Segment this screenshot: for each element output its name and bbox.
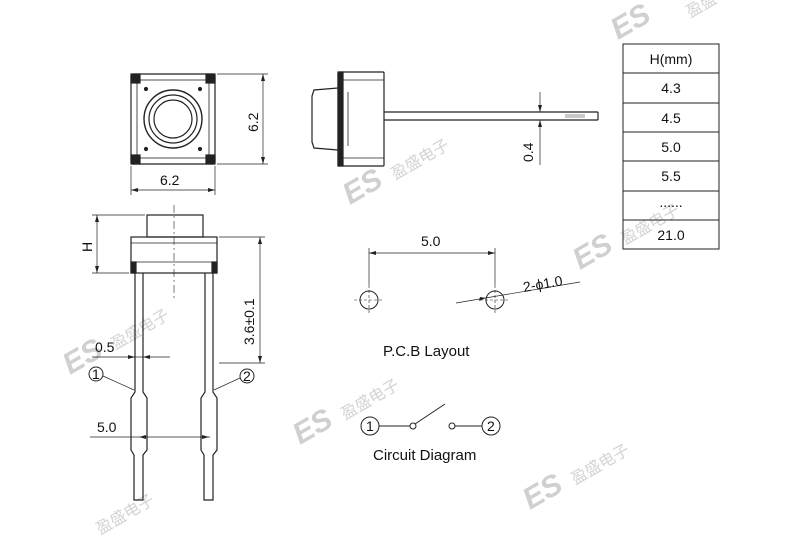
pin-1-label: 1 [92, 366, 100, 382]
height-table-header: H(mm) [650, 51, 693, 67]
pcb-spacing-dimension: 5.0 [421, 233, 441, 249]
front-lead-left [130, 273, 148, 501]
height-table-cell: 5.0 [661, 139, 681, 155]
height-table-cell: ...... [659, 194, 682, 210]
actuator-button [153, 99, 193, 139]
front-lead-right [200, 273, 218, 501]
watermark-brand: ES [287, 402, 338, 451]
front-actuator [146, 214, 204, 238]
watermark-brand: ES [567, 227, 618, 276]
pcb-layout-title: P.C.B Layout [383, 343, 470, 360]
circuit-pin-2-label: 2 [487, 418, 495, 434]
height-h-dimension: H [79, 242, 95, 252]
watermark-chinese: 盈盛电子 [388, 135, 453, 183]
actuator-inner-ring [148, 94, 198, 144]
locating-dot [197, 146, 203, 152]
top-width-dimension: 6.2 [160, 172, 180, 188]
height-table-cell: 4.5 [661, 110, 681, 126]
pin-width-dimension: 0.5 [95, 339, 115, 355]
height-table-cell: 5.5 [661, 168, 681, 184]
switch-inner-outline [136, 79, 210, 159]
pin-spacing-dimension: 5.0 [97, 419, 117, 435]
watermark-brand: ES [517, 467, 568, 516]
corner-terminal [130, 154, 141, 165]
switch-contact [448, 422, 456, 430]
watermark-chinese: 盈盛电子 [568, 440, 633, 488]
side-body [337, 71, 385, 167]
switch-contact [409, 422, 417, 430]
watermark-chinese: 盈盛电子 [338, 375, 403, 423]
side-view [311, 71, 599, 167]
actuator-outer-ring [143, 89, 203, 149]
watermark-brand: ES [337, 162, 388, 211]
watermark-chinese: 盈盛电子 [108, 305, 173, 353]
circuit-pin-1-label: 1 [366, 418, 374, 434]
watermark-brand: ES [605, 0, 656, 46]
locating-dot [143, 146, 149, 152]
lead-thickness-dimension: 0.4 [520, 142, 536, 162]
side-actuator [311, 87, 339, 151]
corner-terminal [130, 73, 141, 84]
height-table-cell: 4.3 [661, 80, 681, 96]
circuit-pin-2-circle [481, 416, 501, 436]
switch-body-outline [130, 73, 216, 165]
corner-terminal [205, 154, 216, 165]
pcb-layout [354, 248, 581, 315]
top-view [130, 73, 268, 195]
lead-length-dimension: 3.6±0.1 [241, 298, 257, 345]
height-table-cell: 21.0 [657, 227, 684, 243]
height-table [622, 43, 720, 250]
side-terminal-edge [337, 71, 344, 167]
switch-lever [414, 403, 446, 425]
locating-dot [197, 86, 203, 92]
watermark-chinese: 盈盛电子 [93, 490, 158, 538]
circuit-diagram-title: Circuit Diagram [373, 447, 476, 464]
corner-terminal [205, 73, 216, 84]
pin-2-label: 2 [243, 368, 251, 384]
pcb-hole-dimension: 2-ϕ1.0 [522, 272, 564, 295]
watermark-chinese: 盈盛电子 [683, 0, 748, 21]
circuit-diagram [360, 403, 501, 436]
front-view [88, 205, 265, 501]
top-height-dimension: 6.2 [245, 112, 261, 132]
locating-dot [143, 86, 149, 92]
